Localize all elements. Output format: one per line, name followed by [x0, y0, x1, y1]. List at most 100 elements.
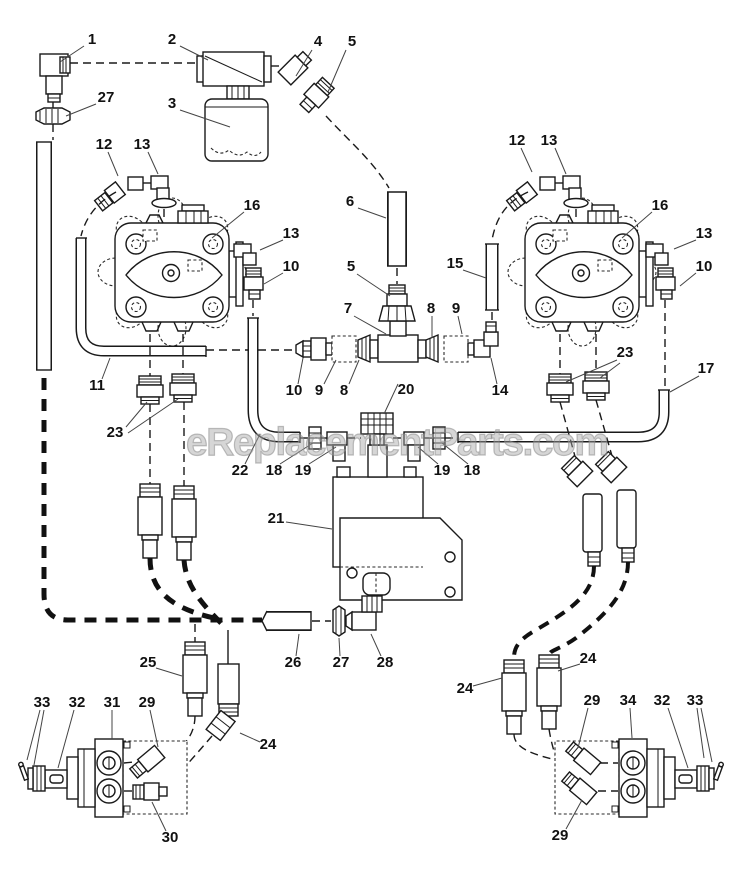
callout-leader-33 [696, 707, 705, 759]
fitting-5-upper [299, 76, 336, 114]
callout-leader-8 [348, 359, 360, 385]
callout-13: 13 [696, 225, 713, 242]
callout-leader-3 [179, 109, 231, 128]
callout-13: 13 [134, 136, 151, 153]
callout-4: 4 [314, 33, 323, 50]
callout-leader-10 [297, 357, 304, 385]
callout-24: 24 [457, 680, 474, 697]
motor-left-fittings [123, 744, 168, 801]
callout-29: 29 [584, 692, 601, 709]
callout-leader-27 [65, 103, 97, 117]
tube-left [36, 141, 52, 371]
callout-34: 34 [620, 692, 637, 709]
callout-leader-23 [127, 398, 179, 434]
callout-18: 18 [464, 462, 481, 479]
callout-23: 23 [107, 424, 124, 441]
callout-leader-32 [667, 707, 689, 769]
callout-leader-24 [557, 663, 581, 672]
callout-19: 19 [295, 462, 312, 479]
callout-16: 16 [244, 197, 261, 214]
callout-13: 13 [283, 225, 300, 242]
tank-21 [332, 444, 463, 601]
callout-9: 9 [452, 300, 460, 317]
left-pump-circuit [136, 334, 240, 787]
callout-leader-21 [285, 521, 333, 530]
hose-end-24-right-a [501, 659, 527, 735]
callout-8: 8 [340, 382, 348, 399]
callout-14: 14 [492, 382, 509, 399]
callout-6: 6 [346, 193, 354, 210]
callout-leader-7 [353, 315, 387, 335]
hose-22 [247, 317, 301, 443]
elbow-28 [345, 595, 383, 632]
callout-8: 8 [427, 300, 435, 317]
callout-10: 10 [696, 258, 713, 275]
callout-leader-19 [308, 446, 337, 465]
callout-23: 23 [617, 344, 634, 361]
hose-26 [261, 610, 312, 632]
callout-2: 2 [168, 31, 176, 48]
pump-right [507, 197, 657, 347]
callout-leader-23 [125, 401, 148, 428]
hose-11 [75, 237, 207, 357]
fitting-27-lower [312, 605, 352, 637]
callout-leader-6 [357, 207, 387, 219]
callout-leader-17 [669, 375, 700, 393]
hose-end-45-right-a [560, 454, 603, 567]
callout-22: 22 [232, 462, 249, 479]
callout-leader-24 [239, 732, 261, 743]
callout-25: 25 [140, 654, 157, 671]
callout-26: 26 [285, 654, 302, 671]
callout-9: 9 [315, 382, 323, 399]
callout-leader-23 [565, 359, 618, 383]
hose-end-25 [182, 641, 208, 717]
callout-leader-15 [462, 269, 487, 279]
callout-leader-18 [279, 442, 314, 465]
callout-10: 10 [286, 382, 303, 399]
callout-leader-13 [147, 151, 159, 175]
callout-leader-12 [520, 147, 533, 173]
callout-leader-19 [417, 446, 439, 465]
callout-leader-14 [490, 357, 498, 385]
callout-leader-1 [59, 45, 85, 63]
elbow-fitting-1 [39, 53, 71, 103]
callout-19: 19 [434, 462, 451, 479]
hose-line-5-to-6 [325, 115, 390, 189]
callout-leader-12 [107, 151, 119, 177]
callout-7: 7 [344, 300, 352, 317]
callout-11: 11 [89, 377, 105, 394]
callout-leader-29 [149, 709, 159, 748]
tee-line-fittings [295, 320, 499, 364]
callout-15: 15 [447, 255, 464, 272]
callout-leader-34 [629, 707, 633, 739]
elbow-fitting-4 [271, 50, 313, 86]
callout-leader-28 [370, 633, 382, 657]
callout-30: 30 [162, 829, 179, 846]
pump-left-top-fittings-12-13 [92, 175, 177, 223]
callout-32: 32 [654, 692, 671, 709]
cap-20 [360, 412, 394, 446]
callout-27: 27 [333, 654, 350, 671]
hose-end-24-left [205, 663, 240, 742]
callout-leader-27 [338, 637, 341, 657]
callout-leader-16 [211, 211, 245, 239]
callout-3: 3 [168, 95, 176, 112]
callout-leader-33 [26, 709, 41, 761]
callout-leader-4 [295, 49, 313, 77]
hose-line-12-to-15 [491, 191, 529, 241]
hose-6 [387, 191, 407, 267]
callout-33: 33 [687, 692, 704, 709]
callout-5: 5 [347, 258, 355, 275]
callout-leader-5 [327, 49, 347, 93]
callout-10: 10 [283, 258, 300, 275]
callout-leader-11 [101, 357, 111, 380]
callout-24: 24 [580, 650, 597, 667]
callout-leader-24 [472, 677, 503, 687]
callout-leader-20 [383, 383, 399, 415]
callout-32: 32 [69, 694, 86, 711]
callout-leader-5 [356, 273, 391, 297]
pump-left [97, 197, 247, 347]
